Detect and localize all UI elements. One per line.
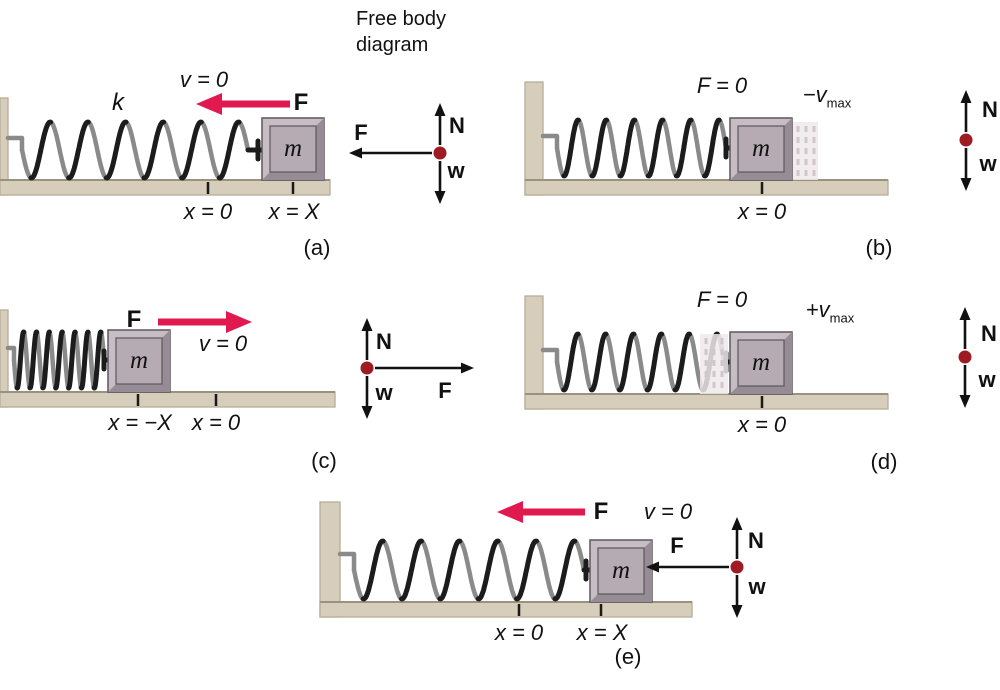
velocity-label-e: v = 0: [643, 499, 693, 524]
spring-force-label-d: F = 0: [696, 287, 748, 312]
weight-label-a: w: [447, 158, 465, 183]
fbd-force-label-c: F: [438, 378, 452, 403]
panel-letter-d: (d): [870, 449, 898, 474]
x-zero-label-a: x = 0: [183, 199, 233, 224]
mass-label-e: m: [611, 557, 631, 584]
panel-letter-c: (c): [311, 448, 337, 473]
velocity-label-c: v = 0: [198, 331, 248, 356]
free-body-diagram-heading: Free body diagram: [356, 8, 447, 57]
applied-force-label-c: F: [126, 306, 142, 333]
mass-label-d: m: [751, 349, 771, 376]
fbd-force-label-e: F: [670, 533, 684, 558]
applied-force-label-a: F: [293, 89, 309, 116]
x-zero-label-c: x = 0: [191, 410, 241, 435]
velocity-max-label-d: +vmax: [805, 297, 855, 326]
spring-force-label-b: F = 0: [696, 73, 748, 98]
mass-label-a: m: [283, 135, 303, 162]
x-neg-amplitude-label-c: x = −X: [108, 410, 172, 435]
panel-letter-b: (b): [865, 235, 893, 260]
normal-force-label-d: N: [981, 321, 997, 346]
panel-letter-a: (a): [303, 235, 331, 260]
applied-force-label-e: F: [593, 498, 609, 525]
weight-label-b: w: [979, 151, 997, 176]
mass-label-b: m: [751, 135, 771, 162]
weight-label-e: w: [748, 574, 766, 599]
weight-label-d: w: [978, 367, 996, 392]
normal-force-label-c: N: [376, 329, 392, 354]
x-amplitude-label-e: x = X: [576, 620, 628, 645]
panel-letter-e: (e): [614, 644, 642, 669]
velocity-label-a: v = 0: [179, 67, 229, 92]
fbd-force-label-a: F: [354, 120, 368, 145]
x-amplitude-label-a: x = X: [268, 199, 320, 224]
x-zero-label-b: x = 0: [737, 199, 787, 224]
velocity-max-label-b: −vmax: [802, 82, 852, 111]
normal-force-label-a: N: [449, 113, 465, 138]
x-zero-label-d: x = 0: [737, 412, 787, 437]
weight-label-c: w: [375, 380, 393, 405]
x-zero-label-e: x = 0: [494, 620, 544, 645]
normal-force-label-e: N: [748, 528, 764, 553]
mass-label-c: m: [129, 347, 149, 374]
normal-force-label-b: N: [982, 97, 998, 122]
spring-constant-label-a: k: [112, 89, 124, 116]
